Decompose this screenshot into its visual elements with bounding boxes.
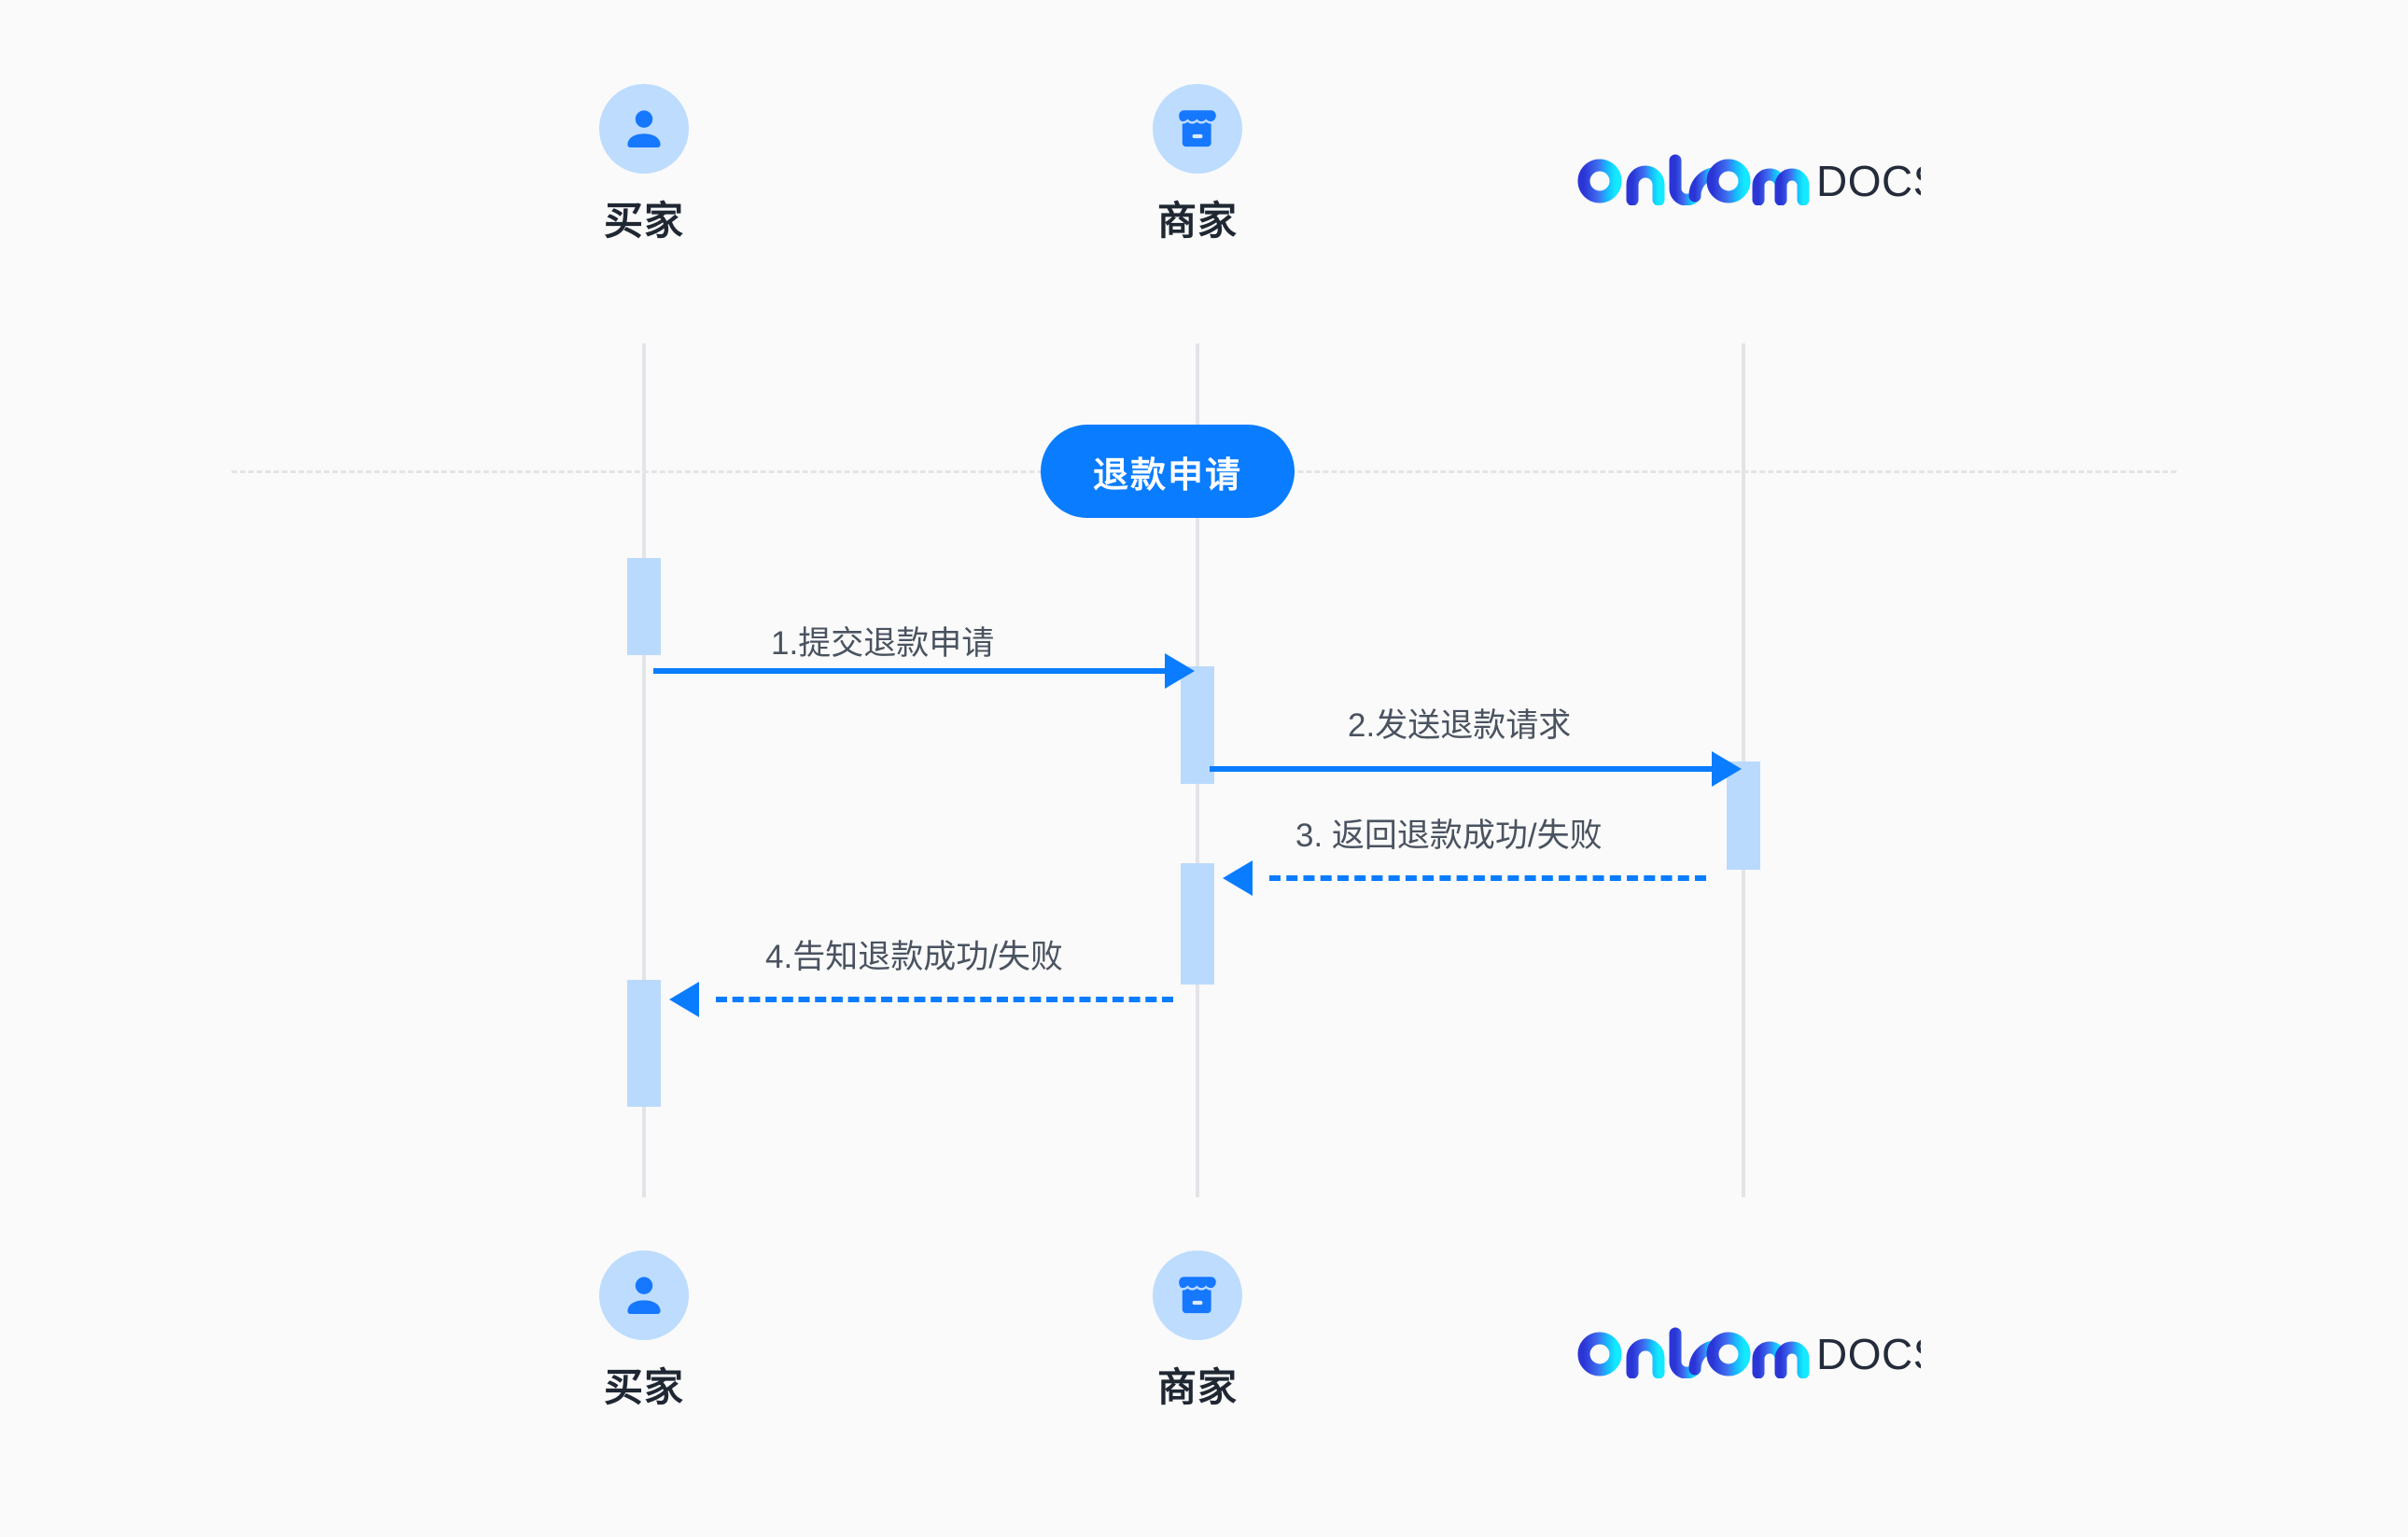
participant-label-merchant-top: 商家 <box>1156 199 1238 243</box>
message-label-2: 2.发送退款请求 <box>1348 707 1572 744</box>
phase-badge-refund-application[interactable]: 退款申请 <box>1041 425 1295 518</box>
message-arrowhead-4 <box>669 982 699 1017</box>
message-line-1 <box>653 668 1165 674</box>
message-line-3 <box>1269 875 1706 881</box>
message-label-1: 1.提交退款申请 <box>771 625 995 662</box>
storefront-icon <box>1172 104 1223 154</box>
message-arrowhead-3 <box>1223 860 1253 896</box>
avatar-buyer-bottom <box>599 1251 689 1340</box>
message-arrowhead-2 <box>1712 751 1742 787</box>
avatar-merchant-bottom <box>1153 1251 1242 1340</box>
message-arrowhead-1 <box>1165 653 1195 689</box>
svg-text:DOCS: DOCS <box>1816 1330 1921 1378</box>
person-icon <box>619 1270 669 1320</box>
message-label-3: 3. 返回退款成功/失败 <box>1295 817 1603 854</box>
participant-label-buyer-top: 买家 <box>603 199 684 243</box>
antom-docs-logo-bottom: DOCS <box>1575 1320 1921 1378</box>
participant-label-buyer-bottom: 买家 <box>603 1365 684 1409</box>
activation-buyer-2 <box>627 980 661 1107</box>
message-line-4 <box>716 997 1173 1002</box>
avatar-merchant-top <box>1153 84 1242 174</box>
lifeline-buyer <box>642 343 646 1197</box>
antom-docs-logo-top: DOCS <box>1575 147 1921 205</box>
avatar-buyer-top <box>599 84 689 174</box>
svg-text:DOCS: DOCS <box>1816 157 1921 205</box>
activation-buyer-1 <box>627 558 661 655</box>
message-line-2 <box>1210 766 1712 772</box>
participant-merchant-bottom[interactable]: 商家 <box>1095 1251 1300 1407</box>
participant-buyer-top[interactable]: 买家 <box>541 84 747 241</box>
message-label-4: 4.告知退款成功/失败 <box>765 939 1063 975</box>
participant-merchant-top[interactable]: 商家 <box>1095 84 1300 241</box>
person-icon <box>619 104 669 154</box>
storefront-icon <box>1172 1270 1223 1320</box>
phase-badge-label: 退款申请 <box>1093 455 1243 496</box>
participant-buyer-bottom[interactable]: 买家 <box>541 1251 747 1407</box>
activation-merchant-2 <box>1181 863 1214 985</box>
participant-label-merchant-bottom: 商家 <box>1156 1365 1238 1409</box>
